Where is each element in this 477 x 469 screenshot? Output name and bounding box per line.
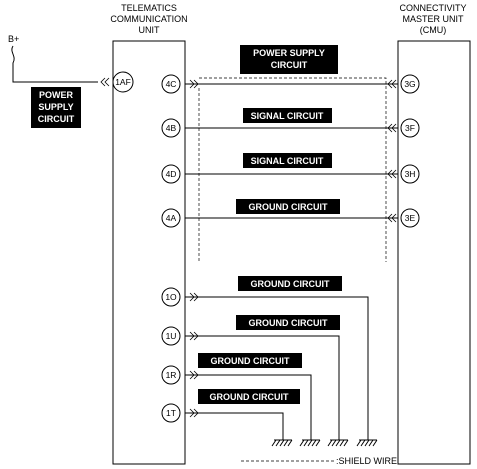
signal-circuit-label-1: SIGNAL CIRCUIT bbox=[251, 111, 324, 121]
ground-circuit-label-1t: GROUND CIRCUIT bbox=[210, 392, 289, 402]
telematics-title-line3: UNIT bbox=[139, 25, 160, 35]
ground-symbol-icon bbox=[271, 439, 293, 447]
power-supply-circuit-label-line1: POWER SUPPLY bbox=[253, 48, 325, 58]
telematics-title-line1: TELEMATICS bbox=[121, 3, 177, 13]
pin-1o-label: 1O bbox=[165, 292, 177, 302]
supply-circuit-label-line1: POWER bbox=[39, 90, 74, 100]
ground-circuit-label-1o: GROUND CIRCUIT bbox=[251, 279, 330, 289]
power-supply-circuit-label-line2: CIRCUIT bbox=[271, 60, 308, 70]
ground-symbol-icon bbox=[299, 439, 321, 447]
ground-1u: 1U GROUND CIRCUIT bbox=[161, 315, 349, 447]
pin-1af-label: 1AF bbox=[115, 77, 131, 87]
pin-4b-label: 4B bbox=[166, 123, 177, 133]
b-plus-label: B+ bbox=[8, 34, 19, 44]
supply-circuit-label-line3: CIRCUIT bbox=[38, 114, 75, 124]
pin-3f-label: 3F bbox=[405, 123, 415, 133]
ground-circuit-label-4a: GROUND CIRCUIT bbox=[249, 202, 328, 212]
telematics-title-line2: COMMUNICATION bbox=[110, 14, 187, 24]
ground-1o: 1O GROUND CIRCUIT bbox=[161, 276, 378, 447]
cmu-title-line3: (CMU) bbox=[420, 25, 447, 35]
connection-4d-3h: 4D 3H SIGNAL CIRCUIT bbox=[161, 153, 420, 184]
ground-circuit-label-1r: GROUND CIRCUIT bbox=[211, 356, 290, 366]
pin-4a-label: 4A bbox=[166, 213, 177, 223]
connector-1af-icon bbox=[100, 77, 110, 87]
telematics-unit-box bbox=[112, 40, 186, 465]
ground-1r: 1R GROUND CIRCUIT bbox=[161, 353, 321, 447]
pin-3e-label: 3E bbox=[405, 213, 416, 223]
pin-3g-label: 3G bbox=[404, 79, 415, 89]
pin-3h-label: 3H bbox=[405, 169, 416, 179]
connection-4c-3g: 4C 3G POWER SUPPLY CIRCUIT bbox=[161, 45, 420, 94]
supply-circuit-label-line2: SUPPLY bbox=[38, 102, 73, 112]
supply-circuit-label-box bbox=[31, 87, 81, 128]
pin-4c-label: 4C bbox=[166, 79, 177, 89]
b-plus-wire bbox=[11, 45, 98, 83]
ground-circuit-label-1u: GROUND CIRCUIT bbox=[249, 318, 328, 328]
signal-circuit-label-2: SIGNAL CIRCUIT bbox=[251, 156, 324, 166]
cmu-box bbox=[397, 40, 471, 465]
shield-wire-legend-label: :SHIELD WIRE bbox=[336, 456, 397, 466]
connection-4a-3e: 4A 3E GROUND CIRCUIT bbox=[161, 199, 420, 228]
pin-1r-label: 1R bbox=[166, 370, 177, 380]
ground-symbol-icon bbox=[356, 439, 378, 447]
cmu-title-line2: MASTER UNIT bbox=[402, 14, 464, 24]
pin-1af bbox=[112, 71, 134, 93]
ground-symbol-icon bbox=[327, 439, 349, 447]
cmu-title-line1: CONNECTIVITY bbox=[399, 3, 466, 13]
pin-4d-label: 4D bbox=[166, 169, 177, 179]
shield-wire-main bbox=[199, 77, 387, 262]
pin-1u-label: 1U bbox=[166, 331, 177, 341]
pin-1t-label: 1T bbox=[166, 408, 176, 418]
connection-4b-3f: 4B 3F SIGNAL CIRCUIT bbox=[161, 108, 420, 138]
ground-1t: 1T GROUND CIRCUIT bbox=[161, 389, 300, 447]
